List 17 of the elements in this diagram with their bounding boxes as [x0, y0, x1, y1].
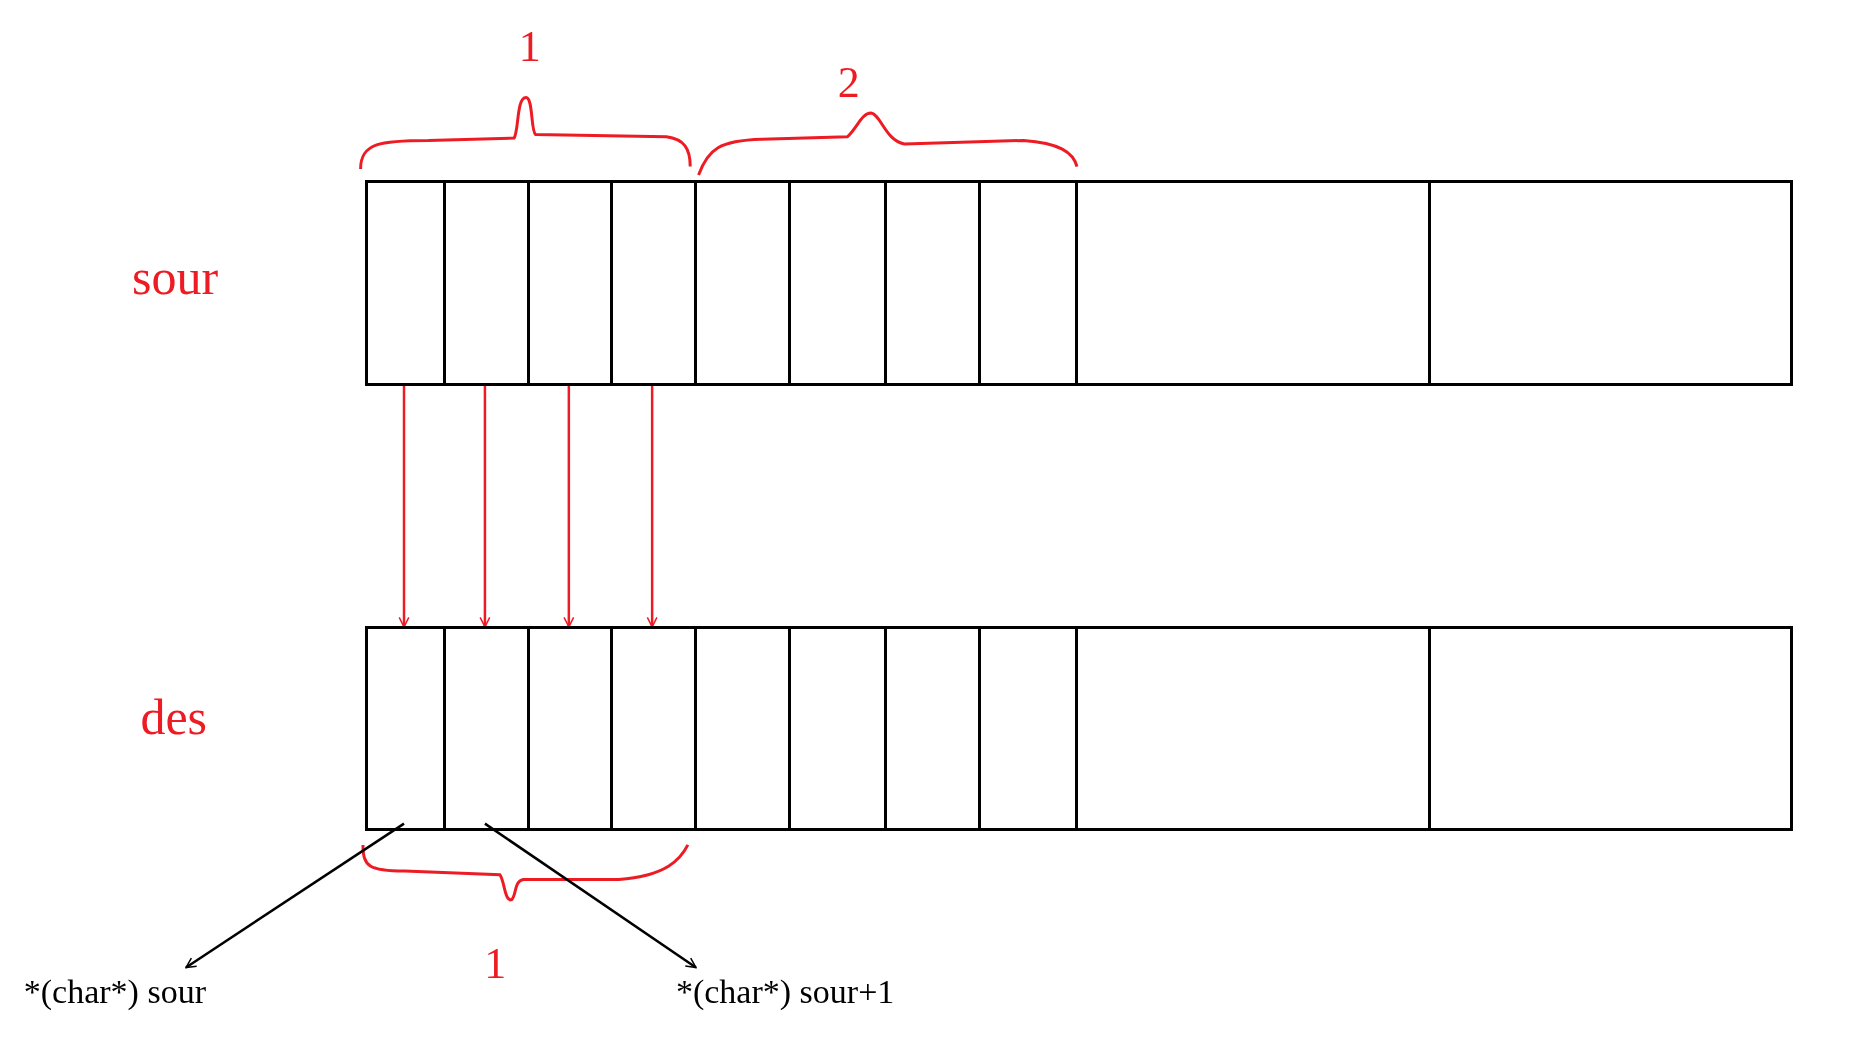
memory-array: [365, 179, 1794, 386]
arrow: [398, 384, 410, 628]
bracket-number: 1: [484, 937, 507, 989]
array-name: sour: [132, 247, 219, 306]
bracket-number: 1: [518, 21, 541, 73]
array-name: des: [140, 687, 208, 746]
arrow: [479, 384, 491, 628]
arrow: [185, 822, 405, 969]
bracket-number: 2: [837, 57, 860, 109]
memory-cell: [1428, 628, 1794, 828]
arrow: [484, 822, 697, 969]
memory-cell: [1428, 182, 1794, 383]
arrow: [646, 384, 658, 628]
pointer-expression: *(char*) sour: [23, 973, 206, 1012]
arrow: [563, 384, 575, 628]
pointer-expression: *(char*) sour+1: [675, 973, 895, 1012]
memory-array: [365, 625, 1794, 831]
